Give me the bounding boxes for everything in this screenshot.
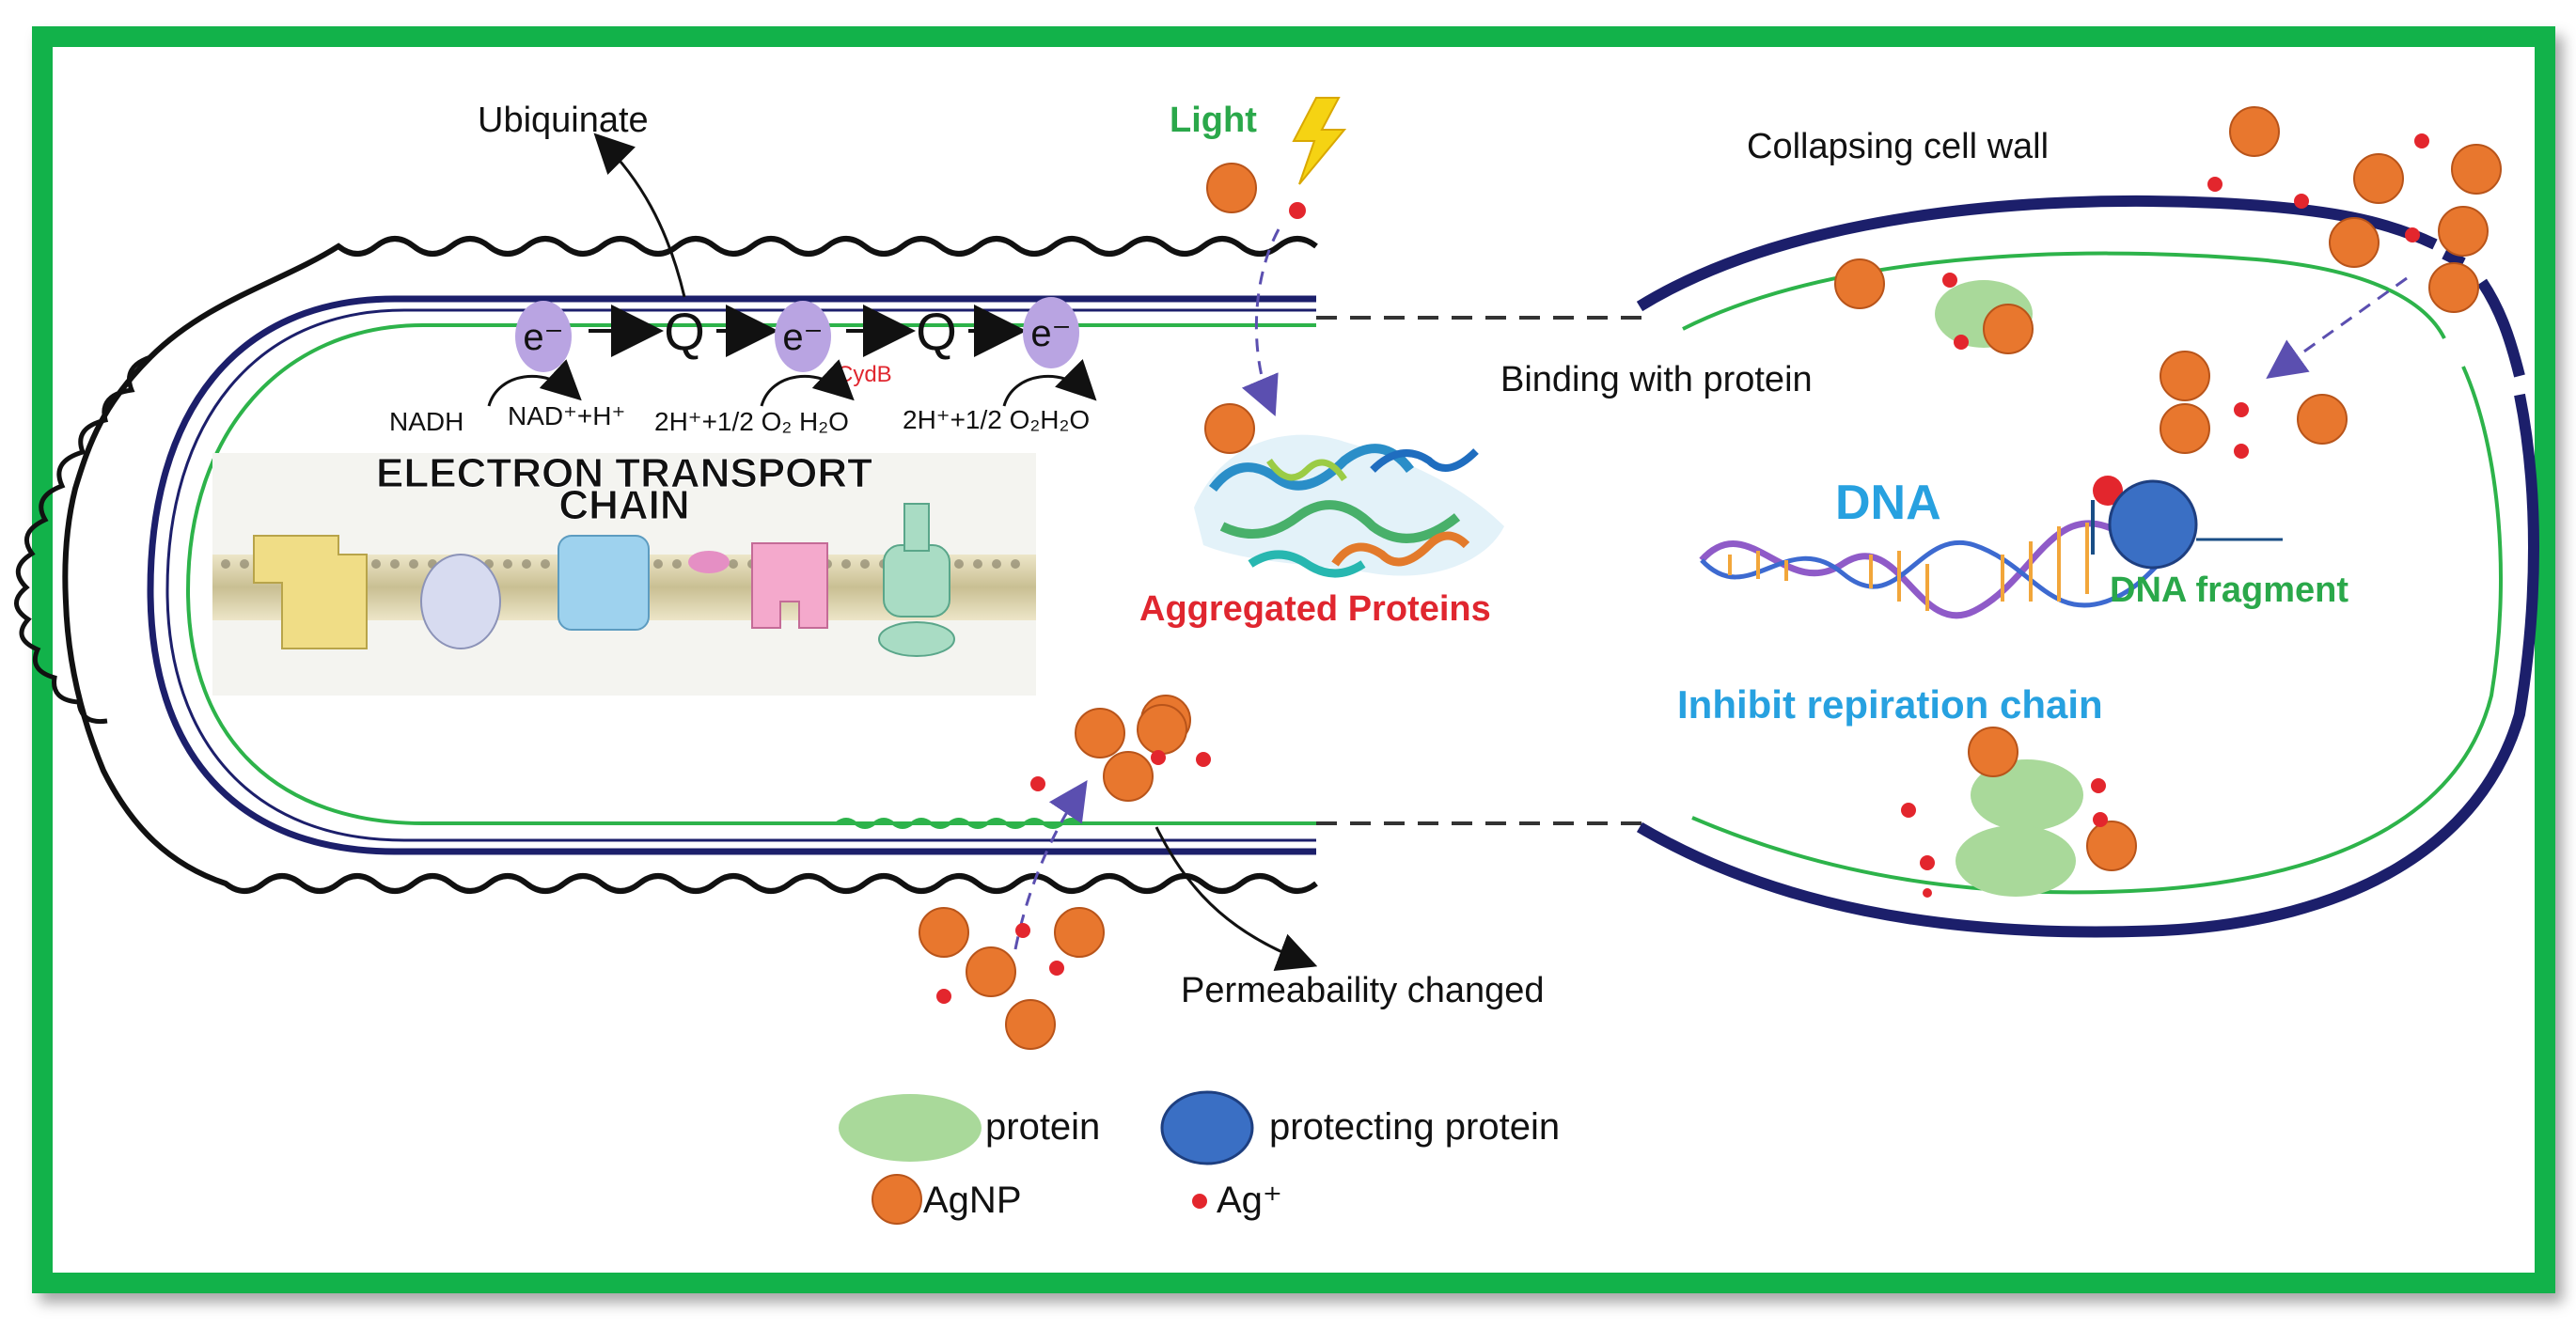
legend-protecting-label: protecting protein	[1269, 1106, 1560, 1148]
electron-3	[1023, 297, 1079, 368]
legend-protein-label: protein	[985, 1106, 1100, 1148]
outer-membrane-inner	[165, 308, 1316, 842]
agnp-on-protein	[1204, 403, 1255, 454]
legend-ag-ion-label: Ag⁺	[1217, 1180, 1282, 1221]
etc-inset-image: ELECTRON TRANSPORT CHAIN	[212, 450, 1036, 696]
electron-2	[775, 301, 831, 372]
entry-arrow-right	[2266, 276, 2408, 379]
reaction-2-label: 2H⁺+1/2 O₂H₂O	[903, 405, 1090, 434]
electron-1	[515, 301, 572, 372]
inhibit-respiration-label: Inhibit repiration chain	[1677, 682, 2103, 727]
reaction-arrow-1	[487, 359, 582, 407]
cydb-label: CydB	[837, 362, 892, 387]
nad-label: NAD⁺+H⁺	[508, 401, 625, 430]
reaction-arrow-3	[1002, 358, 1097, 407]
damaged-membrane-segment	[835, 818, 1083, 829]
protecting-protein-dna	[2108, 479, 2198, 570]
quinone-2: Q	[916, 302, 957, 361]
aggregated-protein-structure	[1194, 434, 1504, 578]
light-arrow	[1241, 228, 1280, 417]
ag-ion	[1289, 202, 1306, 219]
permeability-particles-lower	[919, 907, 1105, 1050]
electron-2-label: e⁻	[782, 317, 823, 358]
etc-inset-title-2: CHAIN	[558, 482, 689, 528]
lightning-icon	[1292, 97, 1347, 185]
legend: protein protecting protein AgNP Ag⁺	[839, 1090, 1560, 1225]
permeability-arrow	[1154, 826, 1318, 972]
aggregated-proteins-label: Aggregated Proteins	[1139, 589, 1491, 629]
ubiquinate-arrow	[593, 133, 686, 298]
inner-membrane	[185, 323, 1316, 825]
protein-aggregate-bottom	[1901, 727, 2137, 898]
collapsing-wall-label: Collapsing cell wall	[1747, 127, 2049, 166]
cell-wall-left-waves	[14, 354, 151, 725]
electron-3-label: e⁻	[1030, 313, 1071, 354]
light-label: Light	[1170, 101, 1257, 140]
binding-protein-label: Binding with protein	[1500, 360, 1813, 399]
permeability-particles-upper	[1030, 695, 1211, 802]
external-agnp-cluster	[2207, 106, 2502, 313]
legend-agnp-label: AgNP	[923, 1180, 1022, 1221]
electron-1-label: e⁻	[523, 317, 563, 358]
collapsing-cell	[1636, 195, 2539, 938]
quinone-1: Q	[664, 302, 705, 361]
legend-protecting-swatch	[1160, 1090, 1254, 1165]
legend-protein-swatch	[839, 1094, 982, 1162]
agnp-particle	[1206, 163, 1257, 213]
legend-ag-ion-swatch	[1192, 1194, 1207, 1209]
entry-arrow	[1013, 780, 1088, 950]
protein-binding-group	[1834, 258, 2034, 354]
outer-membrane	[147, 295, 1316, 855]
reaction-1-label: 2H⁺+1/2 O₂ H₂O	[654, 407, 849, 436]
dna-label: DNA	[1835, 476, 1941, 530]
ag-ion-dna	[2093, 476, 2123, 506]
etc-inset-title-1: ELECTRON TRANSPORT	[376, 450, 872, 496]
internal-agnp-cluster	[2160, 351, 2348, 459]
dna-helix	[1699, 520, 2174, 619]
nadh-label: NADH	[389, 407, 463, 436]
dna-fragment-label: DNA fragment	[2110, 571, 2348, 610]
ubiquinate-label: Ubiquinate	[478, 101, 649, 140]
reaction-arrow-2	[760, 359, 855, 407]
legend-agnp-swatch	[872, 1174, 922, 1225]
permeability-label: Permeabaility changed	[1181, 971, 1545, 1010]
cell-wall-wavy	[62, 236, 1318, 894]
